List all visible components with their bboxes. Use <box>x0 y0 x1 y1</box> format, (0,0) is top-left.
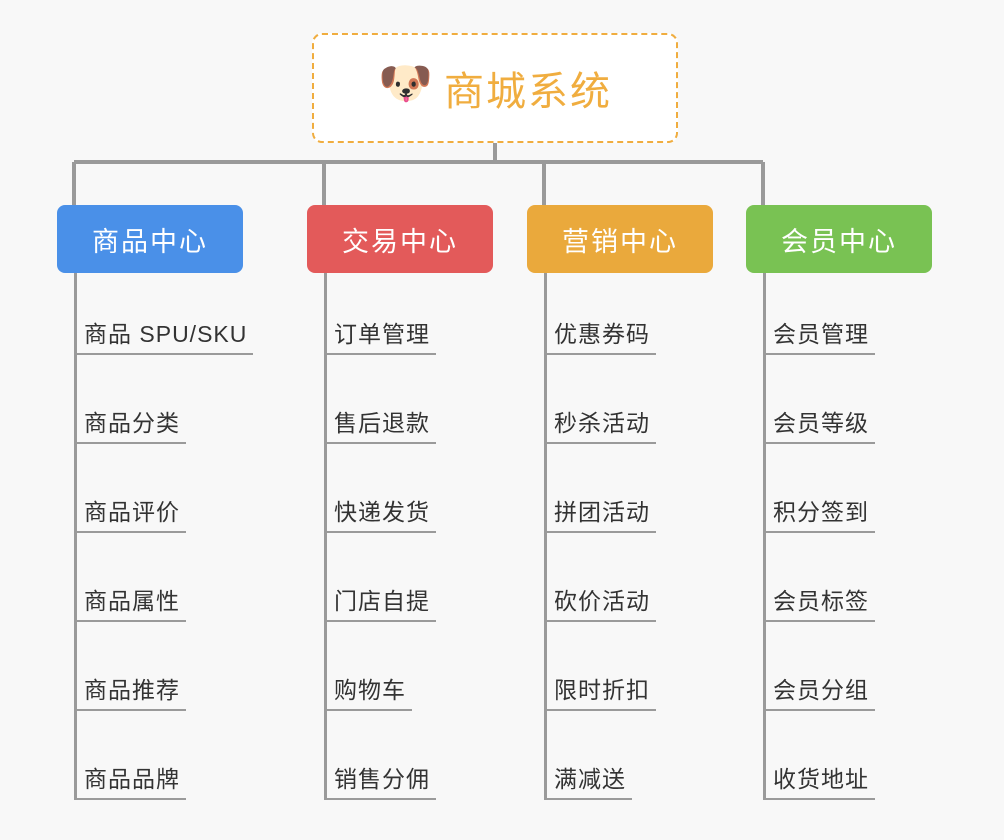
leaf-item-underline <box>74 709 186 711</box>
leaf-item-underline <box>74 531 186 533</box>
leaf-item-label: 商品属性 <box>84 588 180 614</box>
leaf-item-underline <box>324 531 436 533</box>
leaf-item[interactable]: 快递发货 <box>324 493 436 533</box>
leaf-item-underline <box>544 531 656 533</box>
leaf-item[interactable]: 秒杀活动 <box>544 404 656 444</box>
branch-header-label: 交易中心 <box>342 226 458 257</box>
leaf-item-label: 拼团活动 <box>554 499 650 525</box>
leaf-item-underline <box>763 798 875 800</box>
leaf-item-underline <box>544 798 632 800</box>
branch-stem <box>763 273 766 800</box>
leaf-item-label: 积分签到 <box>773 499 869 525</box>
dog-face-icon: 🐶 <box>378 59 433 108</box>
leaf-item[interactable]: 会员等级 <box>763 404 875 444</box>
branch-column: 营销中心优惠券码秒杀活动拼团活动砍价活动限时折扣满减送 <box>527 205 713 800</box>
leaf-item-label: 收货地址 <box>773 766 869 792</box>
leaf-item[interactable]: 订单管理 <box>324 315 436 355</box>
leaf-item[interactable]: 门店自提 <box>324 582 436 622</box>
leaf-item-underline <box>763 620 875 622</box>
leaf-item-label: 销售分佣 <box>334 766 430 792</box>
leaf-item[interactable]: 商品品牌 <box>74 760 186 800</box>
leaf-item-underline <box>763 531 875 533</box>
leaf-item-label: 商品评价 <box>84 499 180 525</box>
leaf-item[interactable]: 商品 SPU/SKU <box>74 315 254 355</box>
leaf-item[interactable]: 会员管理 <box>763 315 875 355</box>
leaf-item[interactable]: 售后退款 <box>324 404 436 444</box>
branch-header-4[interactable]: 会员中心 <box>746 205 932 273</box>
branch-header-label: 会员中心 <box>781 226 897 257</box>
leaf-item-label: 砍价活动 <box>554 588 650 614</box>
leaf-item-label: 会员分组 <box>773 677 869 703</box>
branch-stem <box>544 273 547 800</box>
leaf-item-label: 会员管理 <box>773 321 869 347</box>
leaf-item-label: 快递发货 <box>334 499 430 525</box>
leaf-item-label: 商品推荐 <box>84 677 180 703</box>
leaf-item-underline <box>324 798 436 800</box>
leaf-item[interactable]: 限时折扣 <box>544 671 656 711</box>
leaf-item-label: 门店自提 <box>334 588 430 614</box>
branch-header-1[interactable]: 商品中心 <box>57 205 243 273</box>
leaf-item[interactable]: 会员标签 <box>763 582 875 622</box>
branch-header-label: 商品中心 <box>92 226 208 257</box>
root-node[interactable]: 🐶 商城系统 <box>312 33 678 143</box>
branch-column: 商品中心商品 SPU/SKU 商品分类商品评价商品属性商品推荐商品品牌 <box>57 205 254 800</box>
leaf-item-label: 商品品牌 <box>84 766 180 792</box>
leaf-item[interactable]: 商品评价 <box>74 493 186 533</box>
branch-column: 会员中心会员管理会员等级积分签到会员标签会员分组收货地址 <box>746 205 932 800</box>
leaf-item-label: 订单管理 <box>334 321 430 347</box>
leaf-item-underline <box>74 353 254 355</box>
leaf-item[interactable]: 积分签到 <box>763 493 875 533</box>
branch-column: 交易中心订单管理售后退款快递发货门店自提购物车销售分佣 <box>307 205 493 800</box>
branch-stem <box>74 273 77 800</box>
leaf-item[interactable]: 收货地址 <box>763 760 875 800</box>
leaf-item-underline <box>763 442 875 444</box>
leaf-item[interactable]: 商品分类 <box>74 404 186 444</box>
leaf-item[interactable]: 销售分佣 <box>324 760 436 800</box>
leaf-item-label: 满减送 <box>554 766 626 792</box>
leaf-item[interactable]: 优惠券码 <box>544 315 656 355</box>
leaf-item-label: 售后退款 <box>334 410 430 436</box>
leaf-item-underline <box>324 620 436 622</box>
leaf-item-label: 优惠券码 <box>554 321 650 347</box>
leaf-item-label: 商品分类 <box>84 410 180 436</box>
leaf-item-label: 秒杀活动 <box>554 410 650 436</box>
leaf-item-underline <box>544 620 656 622</box>
leaf-item[interactable]: 会员分组 <box>763 671 875 711</box>
branch-header-2[interactable]: 交易中心 <box>307 205 493 273</box>
leaf-item-underline <box>74 442 186 444</box>
leaf-item-underline <box>544 353 656 355</box>
leaf-item-underline <box>74 798 186 800</box>
leaf-item-underline <box>763 709 875 711</box>
branch-header-label: 营销中心 <box>562 226 678 257</box>
leaf-item[interactable]: 拼团活动 <box>544 493 656 533</box>
leaf-item-label: 会员等级 <box>773 410 869 436</box>
leaf-item-label: 限时折扣 <box>554 677 650 703</box>
leaf-item[interactable]: 商品推荐 <box>74 671 186 711</box>
leaf-item-underline <box>324 353 436 355</box>
branch-stem <box>324 273 327 800</box>
leaf-item[interactable]: 购物车 <box>324 671 412 711</box>
leaf-item-underline <box>544 442 656 444</box>
leaf-item-underline <box>74 620 186 622</box>
leaf-item-underline <box>763 353 875 355</box>
leaf-item-label: 购物车 <box>334 677 406 703</box>
leaf-item-underline <box>324 442 436 444</box>
root-title: 商城系统 <box>444 70 612 114</box>
leaf-item[interactable]: 砍价活动 <box>544 582 656 622</box>
leaf-item[interactable]: 满减送 <box>544 760 632 800</box>
leaf-item-underline <box>324 709 412 711</box>
leaf-item[interactable]: 商品属性 <box>74 582 186 622</box>
leaf-item-label: 商品 SPU/SKU <box>84 321 248 347</box>
leaf-item-underline <box>544 709 656 711</box>
leaf-item-label: 会员标签 <box>773 588 869 614</box>
branch-header-3[interactable]: 营销中心 <box>527 205 713 273</box>
